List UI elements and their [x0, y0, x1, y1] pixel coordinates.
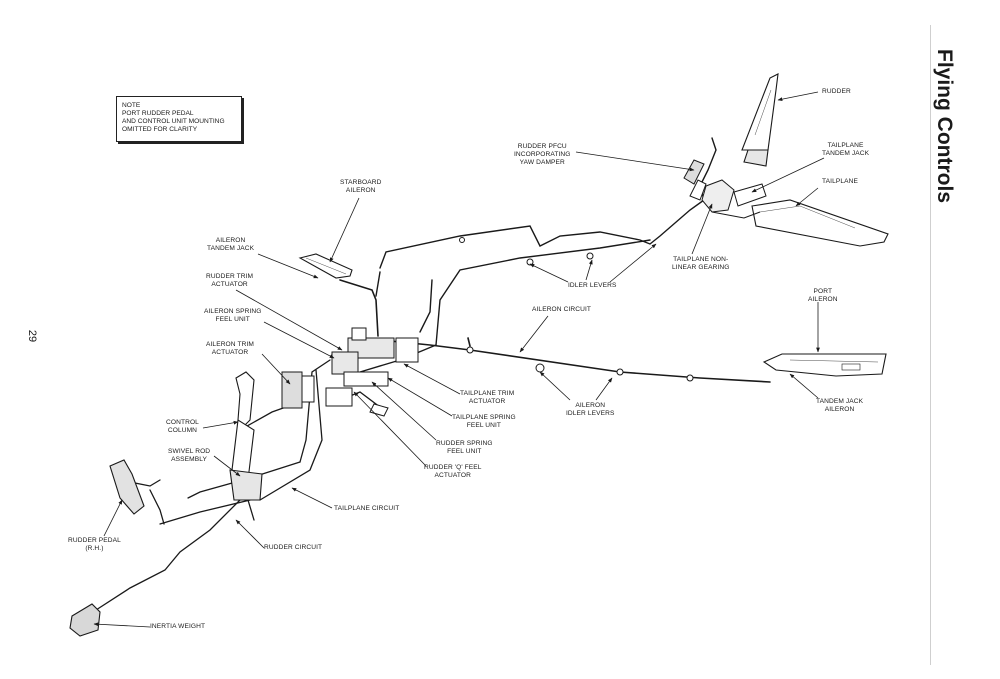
- port-aileron-surface: [762, 353, 887, 377]
- cockpit-cluster: [281, 327, 419, 417]
- label-swivel-rod-assembly: SWIVEL ROD ASSEMBLY: [168, 448, 211, 463]
- inertia-weight: [69, 603, 101, 637]
- label-rudder-pfcu: RUDDER PFCU INCORPORATING YAW DAMPER: [514, 143, 571, 166]
- leader-lines: [93, 91, 825, 628]
- section-title: Flying Controls: [933, 49, 956, 203]
- label-rudder: RUDDER: [822, 88, 851, 95]
- main-control-runs: [359, 137, 717, 373]
- label-rudder-trim-actuator: RUDDER TRIM ACTUATOR: [206, 273, 254, 288]
- label-aileron-circuit: AILERON CIRCUIT: [532, 306, 592, 313]
- label-control-column: CONTROL COLUMN: [166, 419, 199, 434]
- label-aileron-idler-levers: AILERON IDLER LEVERS: [566, 402, 615, 417]
- label-rudder-q-feel-actuator: RUDDER 'Q' FEEL ACTUATOR: [424, 464, 482, 479]
- rudder-pedal: [109, 459, 145, 515]
- label-starboard-aileron: STARBOARD AILERON: [340, 179, 382, 194]
- aileron-circuit-run: [339, 279, 771, 383]
- clarity-note: NOTE PORT RUDDER PEDAL AND CONTROL UNIT …: [116, 96, 242, 142]
- label-rudder-spring-feel-unit: RUDDER SPRING FEEL UNIT: [436, 440, 493, 455]
- starboard-aileron-surface: [298, 253, 353, 279]
- label-aileron-spring-feel-unit: AILERON SPRING FEEL UNIT: [204, 308, 262, 323]
- label-rudder-circuit: RUDDER CIRCUIT: [264, 544, 323, 551]
- label-tailplane-nonlinear-gearing: TAILPLANE NON- LINEAR GEARING: [672, 256, 730, 271]
- label-tailplane-trim-actuator: TAILPLANE TRIM ACTUATOR: [460, 390, 515, 405]
- label-tailplane-circuit: TAILPLANE CIRCUIT: [334, 505, 400, 512]
- label-aileron-trim-actuator: AILERON TRIM ACTUATOR: [206, 341, 254, 356]
- page-number: 29: [26, 329, 39, 343]
- label-aileron-tandem-jack: AILERON TANDEM JACK: [207, 237, 255, 252]
- label-tailplane: TAILPLANE: [822, 178, 858, 185]
- label-tandem-jack-aileron: TANDEM JACK AILERON: [816, 398, 864, 413]
- label-port-aileron: PORT AILERON: [808, 288, 838, 303]
- label-tailplane-spring-feel-unit: TAILPLANE SPRING FEEL UNIT: [452, 414, 516, 429]
- rudder-surface: [741, 73, 779, 167]
- page-divider: [930, 25, 931, 665]
- label-idler-levers: IDLER LEVERS: [568, 282, 617, 289]
- idler-lever-marks: [459, 237, 694, 382]
- label-inertia-weight: INERTIA WEIGHT: [150, 623, 206, 630]
- label-rudder-pedal: RUDDER PEDAL (R.H.): [68, 537, 121, 552]
- label-tailplane-tandem-jack: TAILPLANE TANDEM JACK: [822, 142, 870, 157]
- rudder-pfcu: [683, 159, 707, 201]
- control-column: [229, 371, 263, 501]
- tailplane-surface: [751, 199, 889, 247]
